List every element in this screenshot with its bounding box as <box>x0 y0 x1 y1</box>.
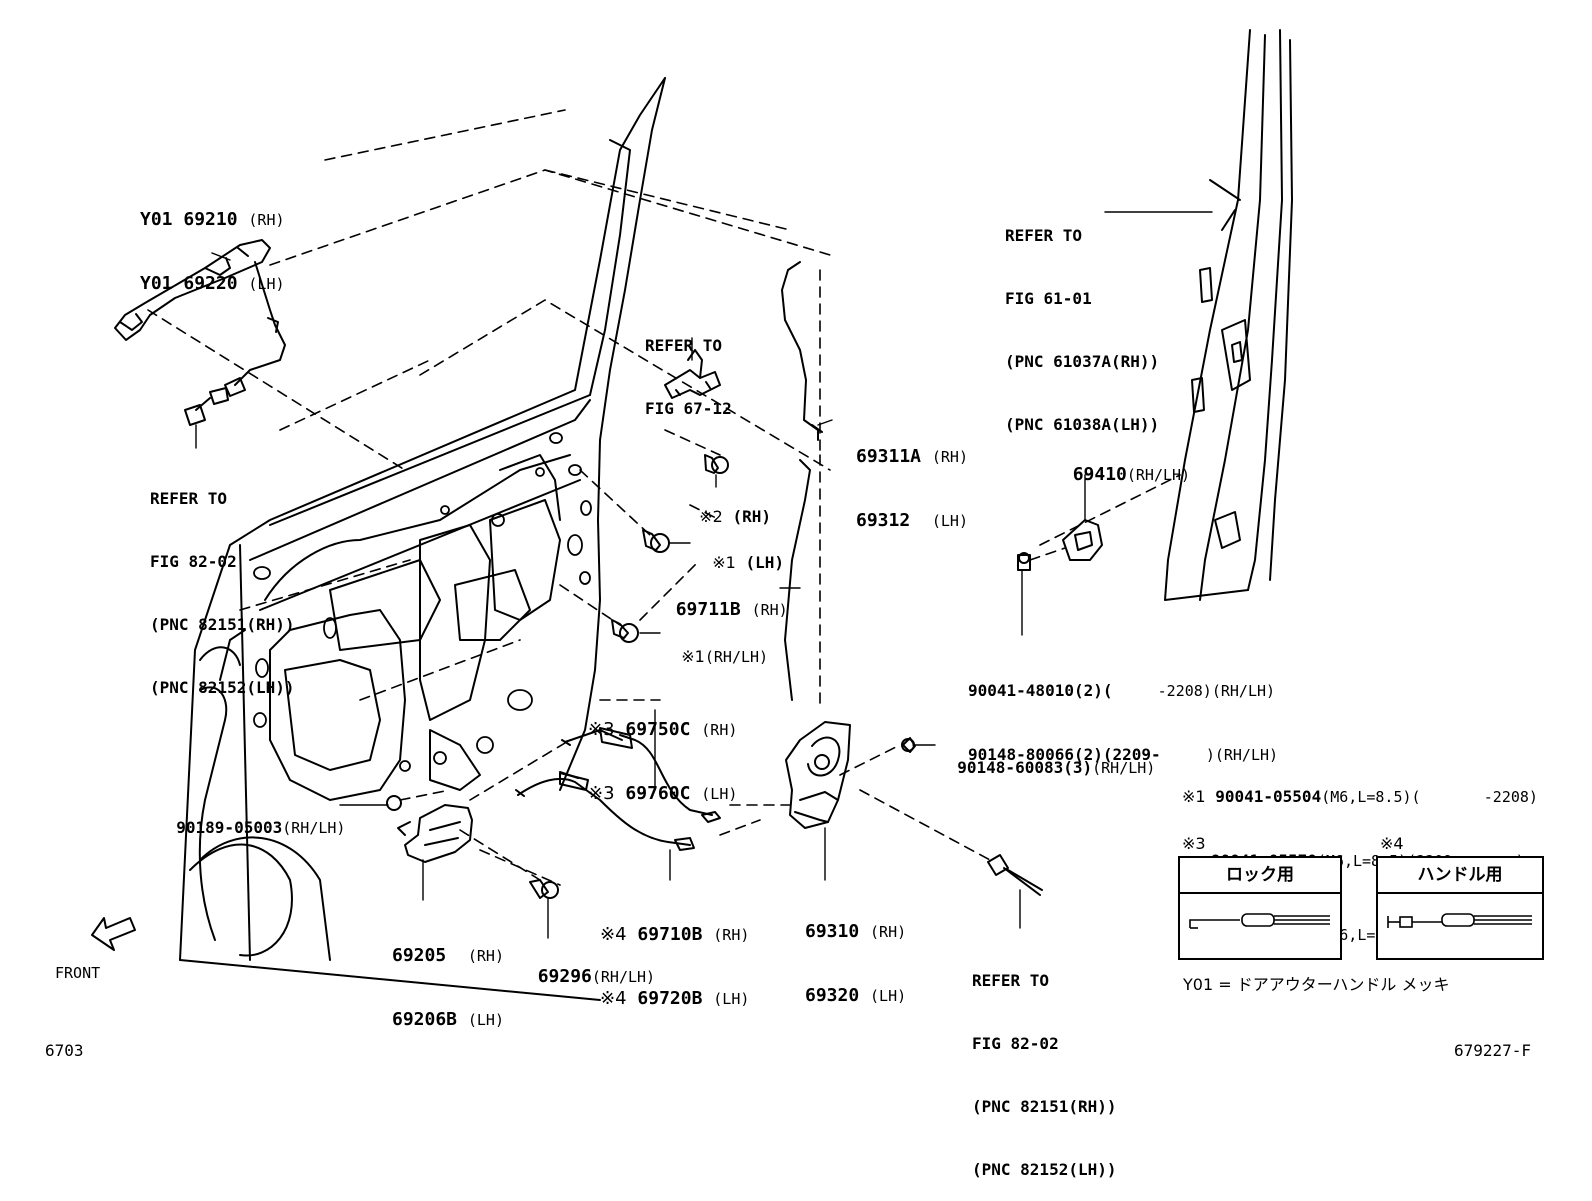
inside-handle-part <box>397 804 473 863</box>
door-lock-label: 69310 (RH) 69320 (LH) <box>805 921 907 1006</box>
front-arrow-icon <box>91 917 136 951</box>
door-holes <box>253 432 592 772</box>
front-label: FRONT <box>55 964 101 982</box>
outside-handle-part <box>114 239 286 426</box>
box3-mark: ※3 <box>1182 834 1206 853</box>
bolt-90148-label: 90148-60083(3)(RH/LH) <box>957 758 1156 777</box>
screws <box>386 454 1031 899</box>
striker-label: 69410(RH/LH) <box>1072 464 1191 485</box>
wire-harness-part <box>987 854 1043 896</box>
inside-handle-label: 69205 (RH) 69206B (LH) <box>392 945 504 1030</box>
striker-part <box>1062 519 1103 561</box>
page-code-right: 679227-F <box>1454 1041 1532 1060</box>
refer-fig-67-12: REFER TO FIG 67-12 <box>645 336 732 418</box>
screw-x1-rhlh-label: ※1(RH/LH) <box>681 647 769 666</box>
clip-90189-label: 90189-05003(RH/LH) <box>176 818 346 837</box>
dashed-assembly-lines <box>147 109 1181 886</box>
screw-x2-label: ※2 (RH) <box>699 507 772 526</box>
screw-69296-label: 69296(RH/LH) <box>537 966 656 987</box>
lock-cable-box: ロック用 <box>1178 856 1342 960</box>
cable-69750-label: ※3 69750C (RH) ※3 69760C (LH) <box>588 719 738 804</box>
lock-cable-box-title: ロック用 <box>1180 858 1340 894</box>
cable-69710-label: ※4 69710B (RH) ※4 69720B (LH) <box>600 924 750 1009</box>
refer-fig-82-02-bottom: REFER TO FIG 82-02 (PNC 82151(RH)) (PNC … <box>972 971 1117 1179</box>
handle-cable-box-title: ハンドル用 <box>1378 858 1542 894</box>
door-shell <box>179 77 666 1001</box>
pillar-part <box>1164 29 1293 601</box>
rod-69711-label: 69711B (RH) <box>675 599 788 620</box>
handle-cable-icon <box>1387 913 1532 928</box>
plating-legend: Y01 = ドアアウターハンドル メッキ <box>1183 975 1450 994</box>
refer-fig-82-02-top: REFER TO FIG 82-02 (PNC 82151(RH)) (PNC … <box>150 489 295 697</box>
handle-cable-box: ハンドル用 <box>1376 856 1544 960</box>
door-lock-part <box>785 721 851 829</box>
refer-fig-61-01: REFER TO FIG 61-01 (PNC 61037A(RH)) (PNC… <box>1005 226 1160 434</box>
parts-diagram: Y01 69210 (RH) Y01 69220 (LH) REFER TO F… <box>45 29 1544 1179</box>
striker-bolts-label: 90041-48010(2)( -2208)(RH/LH) 90148-8006… <box>968 681 1279 764</box>
lock-rods <box>781 261 823 701</box>
control-cables <box>515 727 721 851</box>
lock-cable-icon <box>1189 913 1330 929</box>
leader-lines <box>195 211 1213 939</box>
screw-x1-lh-label: ※1 (LH) <box>712 553 785 572</box>
box4-mark: ※4 <box>1380 834 1404 853</box>
outside-handle-label: Y01 69210 (RH) Y01 69220 (LH) <box>140 209 285 294</box>
page-code-left: 6703 <box>45 1041 84 1060</box>
diagram-artwork <box>91 29 1293 1001</box>
lock-rod-69311-label: 69311A (RH) 69312 (LH) <box>856 446 968 531</box>
